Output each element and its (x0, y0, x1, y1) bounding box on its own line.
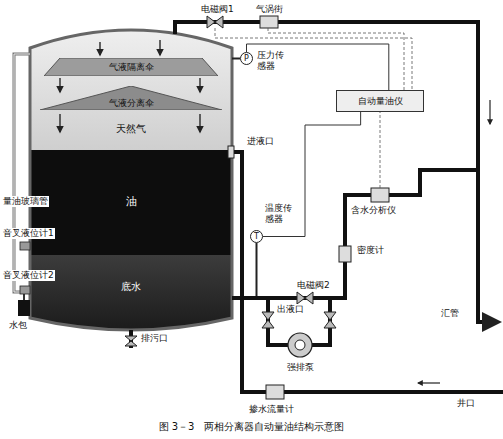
pipe (232, 170, 476, 298)
part-label: 掺水流量计 (248, 404, 295, 415)
node-label: 油 (126, 196, 137, 209)
metering-instrument: 自动量油仪 (336, 90, 424, 112)
gas-flow-arrow (59, 78, 61, 92)
oil-region: 油 (30, 150, 232, 255)
flow-arrow (418, 100, 490, 383)
valve-symbol (297, 292, 313, 304)
gas-flow-arrow (199, 78, 201, 92)
node-label: 自动量油仪 (358, 96, 403, 106)
figure-caption: 图 3－3 两相分离器自动量油结构示意图 (159, 421, 345, 432)
meter-symbol (371, 188, 389, 202)
flow-arrow (418, 382, 440, 383)
part-label: 强排泵 (286, 362, 315, 373)
part-label: 音叉液位计1 (2, 228, 55, 239)
gas-flow-arrow (199, 114, 201, 132)
pipe (312, 300, 330, 345)
part-label: 水包 (8, 320, 28, 331)
part-label: 温度传感器 (264, 203, 296, 225)
umbrella-shape (44, 58, 218, 76)
signal-connector (263, 112, 361, 237)
part-label: 量油玻璃管 (2, 196, 49, 207)
signal-line (380, 112, 381, 188)
gas-flow-arrow (59, 114, 61, 132)
gas-flow-arrow (159, 40, 161, 55)
water-region: 底水 (30, 255, 232, 318)
part-label: 电磁阀1 (200, 4, 235, 15)
valve-symbol (324, 312, 336, 328)
valve-symbol (262, 312, 274, 328)
meter-symbol (266, 385, 284, 399)
glass-tube (14, 54, 30, 292)
pressure-sensor: P (240, 52, 253, 65)
level-gauge (20, 242, 30, 294)
pump-symbol (288, 333, 312, 357)
glass-tube (18, 300, 30, 316)
isolation-umbrella: 气液隔离伞 (44, 58, 218, 76)
part-label: 密度计 (356, 245, 385, 256)
pipe (131, 22, 503, 392)
flow-arrow (489, 100, 490, 124)
part-label: 井口 (456, 398, 476, 409)
node-label: 气液分离伞 (109, 98, 154, 108)
pipe (232, 152, 503, 392)
node-label: 气液隔离伞 (109, 62, 154, 72)
caption-box: 图 3－3 两相分离器自动量油结构示意图 (0, 420, 503, 434)
vessel (28, 10, 234, 345)
sensor-stem (232, 58, 240, 60)
part-label: 电磁阀2 (296, 280, 331, 291)
part-label: 压力传感器 (256, 50, 288, 72)
level-gauge (20, 242, 30, 250)
node-label: 天然气 (116, 123, 146, 135)
meter-symbol (228, 146, 234, 158)
meter-symbol (260, 16, 278, 28)
glass-tube (14, 54, 30, 292)
vessel (28, 150, 234, 255)
gas-region: 天然气 (96, 118, 166, 140)
node-label: 底水 (121, 281, 141, 293)
node-label: T (254, 232, 259, 241)
vessel (28, 10, 234, 345)
signal-line (215, 28, 412, 90)
pipe (175, 22, 498, 322)
gas-flow-arrow (99, 42, 101, 55)
pump-symbol (295, 340, 305, 350)
part-label: 出液口 (276, 304, 305, 315)
part-label: 汇管 (440, 308, 460, 319)
level-gauge (20, 286, 30, 294)
sensor-stem (232, 59, 257, 297)
part-label: 气涡街 (255, 4, 284, 15)
signal-connector (247, 44, 389, 90)
pump-symbol (288, 333, 312, 357)
signal-line (268, 28, 404, 90)
separation-umbrella: 气液分离伞 (40, 86, 222, 110)
node-label: P (244, 54, 249, 63)
valve-symbol (207, 16, 223, 28)
part-label: 音叉液位计2 (2, 270, 55, 281)
part-label: 排污口 (140, 333, 169, 344)
meter-symbol (339, 246, 351, 262)
sensor-stem (256, 243, 258, 296)
temperature-sensor: T (250, 230, 263, 243)
part-label: 含水分析仪 (350, 205, 397, 216)
valve-symbol (125, 336, 137, 346)
vessel (30, 30, 232, 330)
umbrella-shape (40, 86, 222, 110)
part-label: 进液口 (246, 136, 275, 147)
